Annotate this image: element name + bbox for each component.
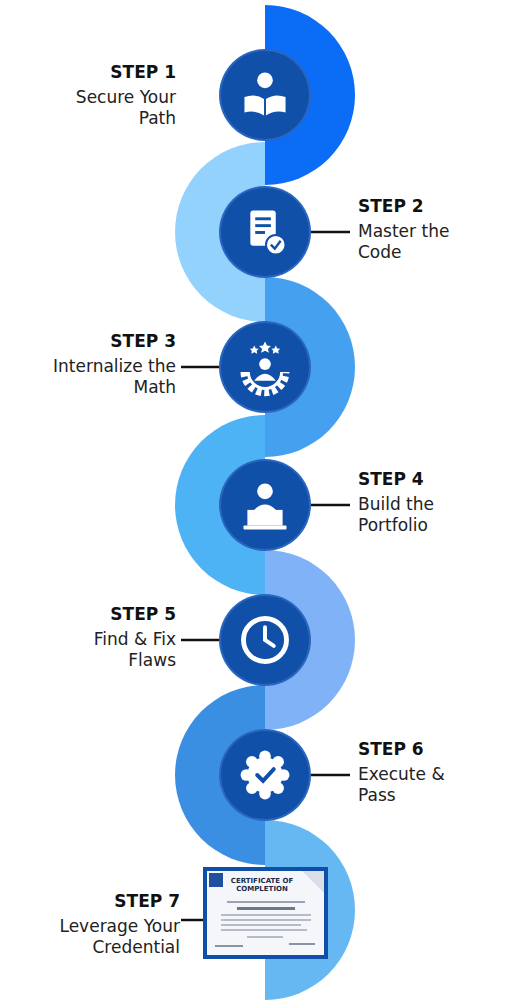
icon-shape	[244, 372, 285, 393]
icon-shape	[257, 769, 274, 781]
icon-shape	[257, 73, 273, 89]
icon-shape	[247, 936, 283, 938]
step-icon	[221, 731, 309, 819]
icon-shape	[259, 751, 271, 763]
icon-shape	[255, 231, 265, 234]
step-number: STEP 3	[21, 331, 176, 352]
icon-shape	[272, 756, 284, 768]
step-circle: STEP 3Internalize the Math	[221, 323, 309, 411]
step-title: Find & Fix Flaws	[66, 629, 176, 671]
step-title: Internalize the Math	[21, 356, 176, 398]
step-text-block: STEP 3 Internalize the Math	[21, 331, 176, 398]
icon-shape	[254, 374, 276, 381]
icon-shape	[241, 769, 253, 781]
step-title: Leverage Your Credential	[25, 916, 180, 958]
certificate-box: STEP 7Leverage Your CredentialCERTIFICAT…	[203, 867, 328, 959]
icon-shape	[221, 929, 307, 931]
leader-line	[181, 639, 221, 642]
step-icon	[221, 596, 309, 684]
step-number: STEP 2	[358, 196, 478, 217]
icon-shape	[255, 217, 271, 220]
step-text-block: STEP 4 Build the Portfolio	[358, 469, 478, 536]
icon-shape	[246, 756, 258, 768]
step-title: Build the Portfolio	[358, 494, 478, 536]
icon-shape	[266, 235, 286, 255]
step-title: Secure Your Path	[51, 87, 176, 129]
icon-shape	[265, 627, 274, 646]
icon-shape	[289, 943, 315, 945]
icon-shape	[243, 618, 286, 661]
step-icon	[221, 323, 309, 411]
icon-shape	[248, 372, 281, 389]
step-text-block: STEP 6 Execute & Pass	[358, 739, 468, 806]
step-circle: STEP 5Find & Fix Flaws	[221, 596, 309, 684]
step-title: Master the Code	[358, 221, 478, 263]
leader-line	[311, 231, 350, 234]
step-number: STEP 6	[358, 739, 468, 760]
icon-shape	[237, 907, 295, 910]
icon-shape	[259, 342, 271, 353]
icon-shape	[227, 901, 305, 903]
leader-line	[311, 774, 350, 777]
certificate-heading: CERTIFICATE OF COMPLETION	[227, 877, 297, 893]
icon-shape	[266, 95, 286, 115]
leader-line	[311, 504, 350, 507]
step-circle: STEP 4Build the Portfolio	[221, 461, 309, 549]
step-text-block: STEP 7 Leverage Your Credential	[25, 891, 180, 958]
step-icon	[221, 51, 309, 139]
icon-shape	[257, 483, 273, 499]
icon-shape	[209, 873, 223, 887]
icon-shape	[243, 526, 286, 530]
icon-shape	[221, 924, 301, 926]
step-number: STEP 7	[25, 891, 180, 912]
step-number: STEP 1	[51, 62, 176, 83]
icon-shape	[302, 871, 324, 893]
icon-shape	[215, 945, 243, 947]
icon-shape	[259, 358, 271, 370]
step-number: STEP 5	[66, 604, 176, 625]
step-circle: STEP 1Secure Your Path	[221, 51, 309, 139]
icon-shape	[244, 95, 264, 115]
step-title: Execute & Pass	[358, 764, 468, 806]
icon-shape	[250, 345, 259, 353]
icon-shape	[255, 224, 271, 227]
step-text-block: STEP 5 Find & Fix Flaws	[66, 604, 176, 671]
icon-shape	[271, 241, 281, 249]
step-text-block: STEP 1 Secure Your Path	[51, 62, 176, 129]
icon-shape	[221, 919, 311, 921]
step-number: STEP 4	[358, 469, 478, 490]
icon-shape	[247, 510, 282, 526]
icon-shape	[272, 782, 284, 794]
icon-shape	[271, 345, 280, 353]
ribbon-half-disc	[175, 685, 265, 865]
step-circle: STEP 6Execute & Pass	[221, 731, 309, 819]
icon-shape	[259, 788, 271, 800]
icon-shape	[207, 871, 324, 955]
step-icon	[221, 188, 309, 276]
icon-shape	[246, 782, 258, 794]
leader-line	[181, 919, 203, 922]
step-text-block: STEP 2 Master the Code	[358, 196, 478, 263]
leader-line	[181, 366, 221, 369]
icon-shape	[278, 769, 290, 781]
icon-shape	[221, 914, 311, 916]
step-circle: STEP 2Master the Code	[221, 188, 309, 276]
step-icon	[221, 461, 309, 549]
